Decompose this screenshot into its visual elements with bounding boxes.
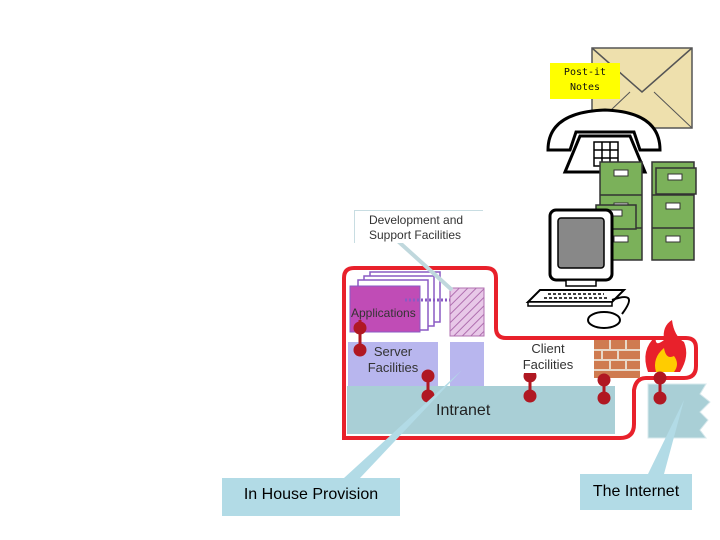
in-house-callout: In House Provision: [243, 486, 379, 503]
computer-icon: [525, 208, 631, 329]
connector-pins: [353, 320, 667, 405]
post-it-note: Post-it Notes: [550, 63, 620, 99]
hatched-block: [449, 287, 485, 337]
client-label: Client Facilities: [512, 341, 584, 373]
applications-label: Applications: [351, 306, 416, 320]
internet-callout: The Internet: [592, 483, 680, 500]
post-it-label: Post-it Notes: [563, 67, 607, 93]
dev-support-label: Development and Support Facilities: [354, 210, 483, 243]
server-label: Server Facilities: [367, 344, 419, 375]
intranet-region: [347, 386, 615, 434]
firewall-icon: [594, 320, 687, 378]
network-boundary: [342, 266, 698, 440]
server-block-narrow: [450, 342, 484, 386]
callout-shapes: [222, 212, 692, 516]
filing-cabinet-icon: [595, 161, 697, 261]
intranet-label: Intranet: [436, 402, 491, 419]
